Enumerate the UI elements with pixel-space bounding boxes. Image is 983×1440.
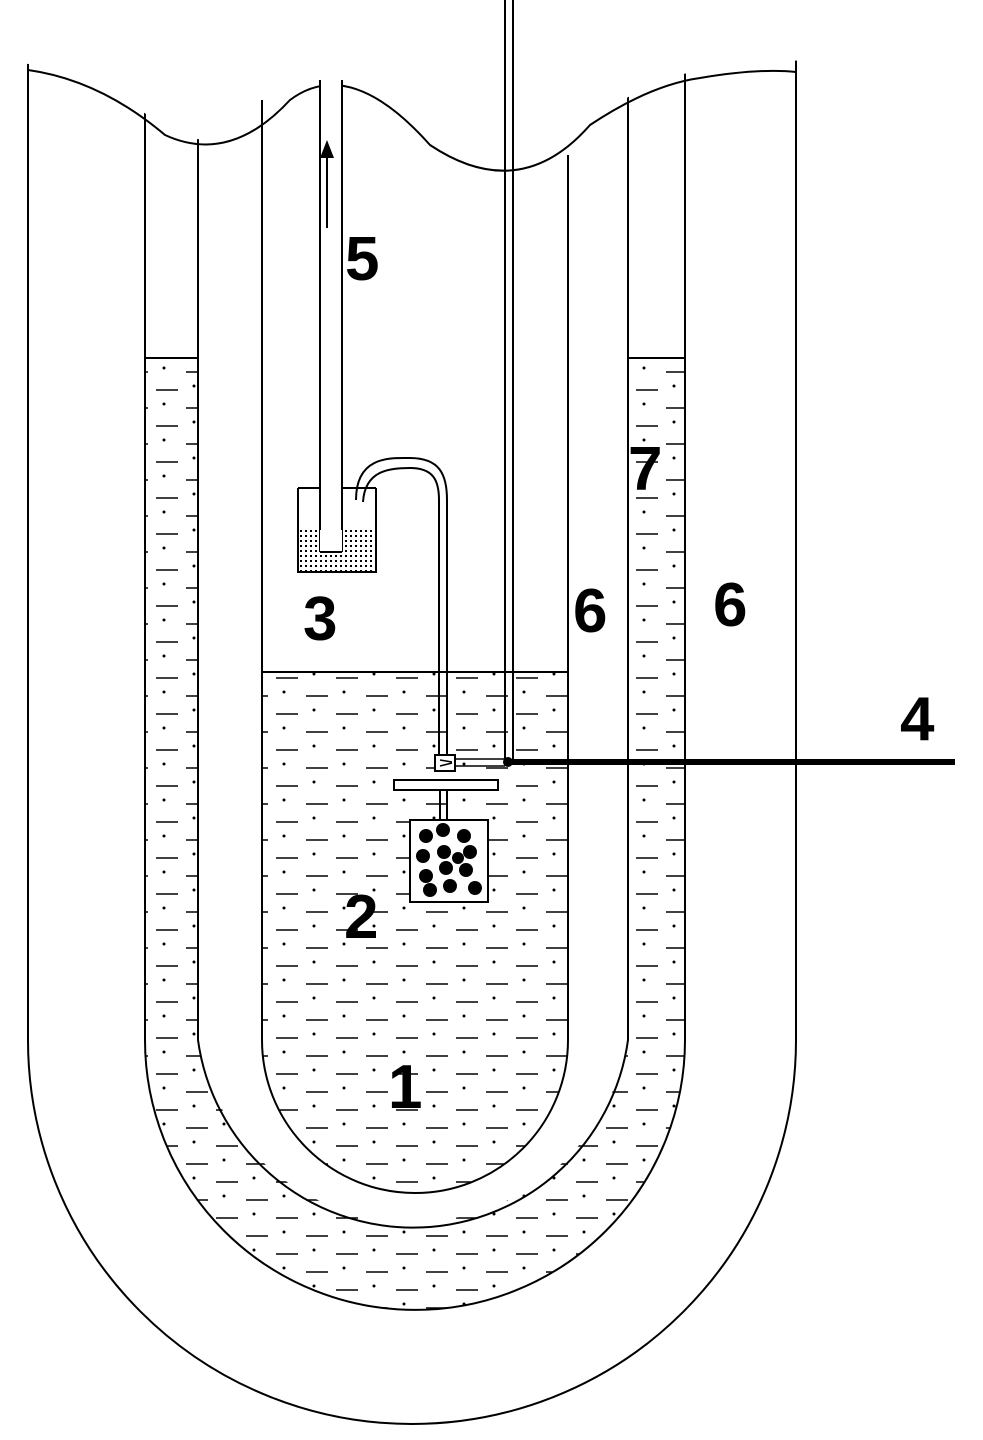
absorber-cup — [297, 487, 377, 573]
outlet-tube — [319, 80, 343, 553]
thermocouple-lead — [503, 757, 955, 767]
label-2: 2 — [344, 883, 378, 952]
label-1: 1 — [388, 1053, 422, 1122]
capillary-tube — [355, 456, 448, 755]
coolant-region — [145, 358, 685, 1310]
inner-liquid — [262, 672, 568, 1193]
outer-wall — [27, 60, 797, 1425]
label-5: 5 — [345, 225, 379, 294]
thermocouple-rod — [504, 0, 514, 762]
second-wall — [144, 60, 686, 1311]
label-3: 3 — [303, 585, 337, 654]
inner-vessel — [261, 100, 569, 1194]
label-4: 4 — [900, 685, 935, 754]
label-7: 7 — [628, 435, 662, 504]
third-wall — [197, 60, 629, 1229]
sample-basket — [409, 819, 489, 903]
label-6-inner: 6 — [573, 577, 607, 646]
flow-arrow-icon — [320, 140, 334, 228]
holder — [393, 754, 505, 820]
cut-edge — [27, 69, 797, 172]
dewar-shell — [27, 60, 797, 1425]
label-6-outer: 6 — [713, 571, 747, 640]
